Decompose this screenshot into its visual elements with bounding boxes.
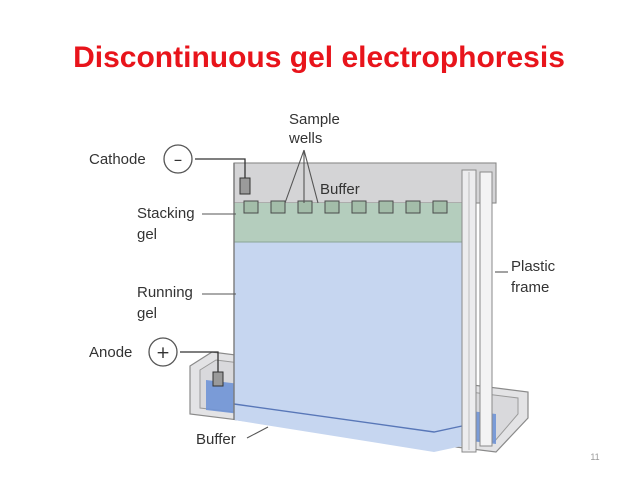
cathode-plate	[239, 177, 251, 195]
label-stacking-gel-2: gel	[137, 226, 157, 243]
leader-sample-wells	[284, 149, 319, 204]
anode-plate	[212, 371, 224, 387]
cathode-symbol: –	[174, 150, 183, 170]
anode-wire	[180, 351, 219, 372]
label-running-gel-1: Running	[137, 284, 193, 301]
upper-buffer-region	[233, 162, 497, 204]
label-anode: Anode	[89, 344, 132, 361]
slide-title: Discontinuous gel electrophoresis	[73, 41, 565, 74]
sample-wells	[243, 200, 448, 214]
cathode-terminal	[163, 144, 193, 174]
well	[324, 200, 340, 214]
label-cathode: Cathode	[89, 151, 146, 168]
well	[432, 200, 448, 214]
running-gel	[234, 242, 462, 452]
cathode-wire	[195, 158, 246, 178]
label-stacking-gel-1: Stacking	[137, 205, 195, 222]
label-plastic-frame-1: Plastic	[511, 258, 556, 275]
frame-plate-back	[479, 171, 493, 447]
well	[297, 200, 313, 214]
label-buffer-bottom: Buffer	[196, 431, 236, 448]
gel-lower-edge	[233, 403, 463, 433]
anode-terminal	[148, 337, 178, 367]
cathode-electrode	[195, 158, 251, 195]
label-sample-wells-2: wells	[288, 130, 322, 147]
label-running-gel-2: gel	[137, 305, 157, 322]
well	[243, 200, 259, 214]
slide-number: 11	[590, 452, 600, 462]
stacking-gel	[234, 203, 462, 242]
label-sample-wells-1: Sample	[289, 111, 340, 128]
well	[270, 200, 286, 214]
leader-buffer-bottom	[246, 426, 269, 439]
label-buffer-top: Buffer	[320, 181, 360, 198]
anode-symbol: +	[156, 343, 170, 363]
anode-electrode	[180, 351, 224, 387]
well	[405, 200, 421, 214]
gel-cassette	[233, 162, 497, 453]
well	[378, 200, 394, 214]
label-plastic-frame-2: frame	[511, 279, 549, 296]
plastic-frame	[461, 169, 493, 453]
well	[351, 200, 367, 214]
